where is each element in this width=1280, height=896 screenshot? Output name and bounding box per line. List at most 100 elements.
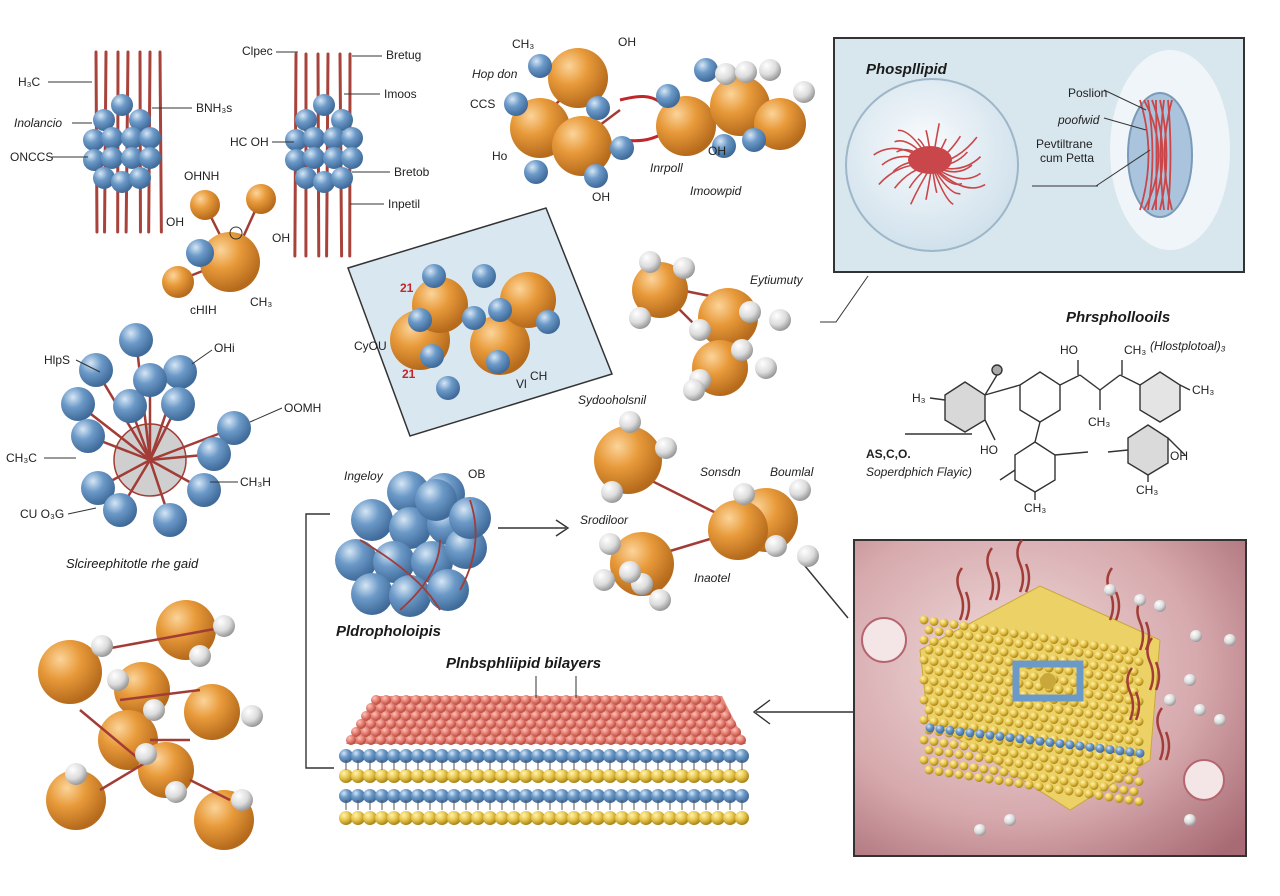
bead [567, 811, 581, 825]
label-bretob: Bretob [394, 165, 430, 179]
bead [675, 769, 689, 783]
bead [1000, 668, 1009, 677]
bead [975, 713, 984, 722]
bead [1075, 788, 1084, 797]
bead [930, 737, 939, 746]
bead [920, 656, 929, 665]
rods-panel-mid [285, 54, 363, 256]
label-ho: Ho [492, 149, 508, 163]
bead [945, 689, 954, 698]
white-atom [974, 824, 986, 836]
bead [950, 640, 959, 649]
bead [1115, 734, 1124, 743]
bead [925, 646, 934, 655]
blue-atom [133, 363, 167, 397]
blue-atom [351, 499, 393, 541]
bead [985, 675, 994, 684]
bead [1095, 771, 1104, 780]
bead [920, 616, 929, 625]
bead [1020, 711, 1029, 720]
bead [960, 702, 969, 711]
bead [627, 811, 641, 825]
bead [1050, 715, 1059, 724]
bead [995, 756, 1004, 765]
bead [965, 772, 974, 781]
label-oh-tc1: OH [618, 35, 636, 49]
bead [965, 672, 974, 681]
blue-atom [71, 419, 105, 453]
bead [483, 811, 497, 825]
blue-atom [486, 350, 510, 374]
bead [990, 746, 999, 755]
nucleus [908, 146, 952, 174]
blue-atom [389, 575, 431, 617]
bead [1030, 652, 1039, 661]
bead [995, 636, 1004, 645]
bead [975, 653, 984, 662]
white-atom [789, 479, 811, 501]
blue-atom [610, 136, 634, 160]
bead [990, 766, 999, 775]
label-eytiumuty: Eytiumuty [750, 273, 804, 287]
fiber [1156, 100, 1157, 210]
bead [447, 769, 461, 783]
bead [495, 811, 509, 825]
bead [1100, 783, 1109, 792]
bead [711, 769, 725, 783]
head-bead [666, 735, 676, 745]
white-atom [655, 437, 677, 459]
bead [1120, 646, 1129, 655]
bead [930, 677, 939, 686]
bead [1005, 698, 1014, 707]
small-molecule [162, 184, 276, 298]
bead [1096, 744, 1105, 753]
bead [1006, 733, 1015, 742]
bead [980, 685, 989, 694]
bead [935, 627, 944, 636]
bead [1010, 649, 1019, 658]
label-oh-tc2: OH [592, 190, 610, 204]
bead [1056, 739, 1065, 748]
bead [1060, 757, 1069, 766]
bead [1120, 666, 1129, 675]
label-chih: cHIH [190, 303, 217, 317]
formula-side-label: AS,C,O. [866, 447, 911, 461]
blue-atom [436, 376, 460, 400]
label-ch-box: CH [530, 369, 547, 383]
blue-atom [163, 355, 197, 389]
bead [507, 769, 521, 783]
bead [990, 706, 999, 715]
bead [975, 693, 984, 702]
label-ch3c: CH₃C [6, 451, 37, 465]
blue-atom [488, 298, 512, 322]
bead [1040, 634, 1049, 643]
bead [935, 747, 944, 756]
bead [1070, 758, 1079, 767]
head-bead [476, 735, 486, 745]
label-ohi: OHi [214, 341, 235, 355]
bead [1080, 780, 1089, 789]
head-bead [516, 735, 526, 745]
bead [980, 625, 989, 634]
bead [615, 769, 629, 783]
bead [1035, 642, 1044, 651]
bead [995, 696, 1004, 705]
bead [1060, 637, 1069, 646]
bead [970, 703, 979, 712]
bead [1025, 761, 1034, 770]
bead [940, 679, 949, 688]
label-ch3-f5: CH₃ [1136, 483, 1158, 497]
blue-atom [303, 127, 325, 149]
bead [387, 811, 401, 825]
bead [1030, 772, 1039, 781]
head-bead [456, 735, 466, 745]
white-atom [1164, 694, 1176, 706]
bead [990, 626, 999, 635]
bead [990, 686, 999, 695]
blue-atom [111, 94, 133, 116]
bead [1066, 740, 1075, 749]
head-bead [586, 735, 596, 745]
bead [995, 716, 1004, 725]
bead [591, 811, 605, 825]
bead [970, 743, 979, 752]
